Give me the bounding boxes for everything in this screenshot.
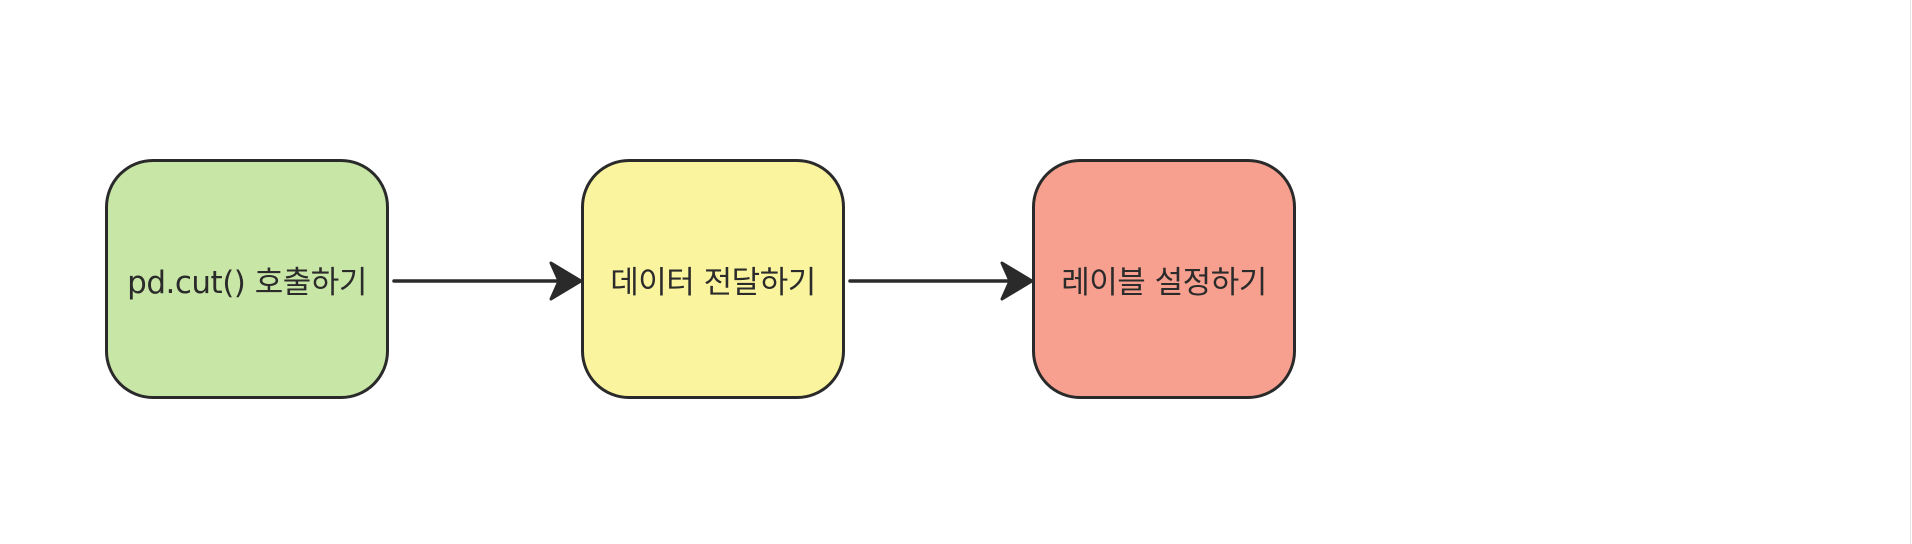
arrowhead-icon [1000, 261, 1034, 301]
right-edge-divider [1910, 0, 1911, 544]
node-label: pd.cut() 호출하기 [127, 264, 367, 301]
node-label: 레이블 설정하기 [1061, 264, 1267, 301]
node-set-labels: 레이블 설정하기 [1032, 159, 1296, 399]
edge-n2-n3 [848, 261, 1034, 301]
arrowhead-icon [549, 261, 583, 301]
node-label: 데이터 전달하기 [610, 264, 816, 301]
node-pd-cut-call: pd.cut() 호출하기 [105, 159, 389, 399]
node-pass-data: 데이터 전달하기 [581, 159, 845, 399]
edge-n1-n2 [392, 261, 583, 301]
